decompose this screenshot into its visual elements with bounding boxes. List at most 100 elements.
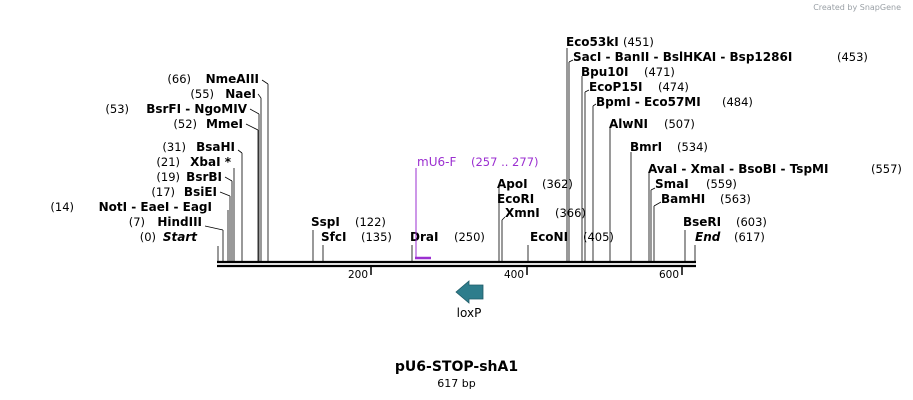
site-noti-pos: (14): [50, 200, 74, 214]
site-smai-label: SmaI: [655, 177, 689, 191]
site-xbai-label: XbaI *: [190, 155, 232, 169]
site-sspi-pos: (122): [355, 215, 386, 229]
site-bmri-label: BmrI: [630, 140, 662, 154]
site-bseri-pos: (603): [736, 215, 767, 229]
site-avai[interactable]: AvaI - XmaI - BsoBI - TspMI (557): [648, 162, 902, 262]
snapgene-watermark: Created by SnapGene: [813, 3, 901, 12]
site-bamhi-label: BamHI: [661, 192, 705, 206]
site-xmni[interactable]: XmnI (366): [501, 206, 586, 262]
site-drai[interactable]: DraI (250): [410, 230, 485, 262]
site-start[interactable]: (0) Start: [140, 230, 219, 262]
site-start-pos: (0): [140, 230, 156, 244]
site-bmri-pos: (534): [677, 140, 708, 154]
site-end-label: End: [695, 230, 721, 244]
site-bsrfi-pos: (53): [105, 102, 129, 116]
site-bpu10i-label: Bpu10I: [581, 65, 628, 79]
site-xbai-pos: (21): [156, 155, 180, 169]
site-ecop15i-pos: (474): [658, 80, 689, 94]
site-smai-pos: (559): [706, 177, 737, 191]
site-ecori[interactable]: EcoRI: [497, 192, 534, 206]
site-naei[interactable]: (55) NaeI: [190, 87, 262, 262]
map-title: pU6-STOP-shA1: [394, 359, 519, 375]
site-naei-pos: (55): [190, 87, 214, 101]
map-length: 617 bp: [437, 377, 476, 390]
site-apoi-label: ApoI: [497, 177, 528, 191]
site-mmei[interactable]: (52) MmeI: [173, 117, 259, 262]
site-apoi-pos: (362): [542, 177, 573, 191]
site-ecop15i-label: EcoP15I: [589, 80, 643, 94]
primer-mu6-f-label: mU6-F: [417, 155, 456, 169]
site-bamhi-pos: (563): [720, 192, 751, 206]
site-bsiei-pos: (17): [151, 185, 175, 199]
site-smai[interactable]: SmaI (559): [650, 177, 737, 262]
site-ecop15i[interactable]: EcoP15I (474): [584, 80, 689, 262]
site-xbai[interactable]: (21) XbaI *: [156, 155, 235, 262]
site-hindiii-label: HindIII: [157, 215, 202, 229]
site-bsiei[interactable]: (17) BsiEI: [151, 185, 231, 262]
site-sspi-label: SspI: [311, 215, 340, 229]
site-bsrfi-label: BsrFI - NgoMIV: [146, 102, 247, 116]
site-alwni-label: AlwNI: [609, 117, 648, 131]
site-nmeaiii-label: NmeAIII: [206, 72, 259, 86]
site-drai-pos: (250): [454, 230, 485, 244]
site-econi-label: EcoNI: [530, 230, 568, 244]
site-eco53ki-label: Eco53kI: [566, 35, 619, 49]
loxp-arrow-icon: [455, 280, 484, 304]
site-hindiii-pos: (7): [129, 215, 145, 229]
site-bseri[interactable]: BseRI (603): [683, 215, 767, 262]
site-bpu10i[interactable]: Bpu10I (471): [581, 65, 675, 262]
site-apoi[interactable]: ApoI (362): [497, 177, 573, 262]
feature-loxp[interactable]: loxP: [455, 280, 484, 320]
site-end[interactable]: End (617): [694, 230, 765, 262]
site-bamhi[interactable]: BamHI (563): [653, 192, 751, 262]
scale-ticks: 200 400 600: [348, 266, 683, 281]
watermark-text: Created by SnapGene: [813, 3, 901, 12]
site-bsahi-label: BsaHI: [196, 140, 235, 154]
site-nmeaiii-pos: (66): [167, 72, 191, 86]
site-avai-label: AvaI - XmaI - BsoBI - TspMI: [648, 162, 828, 176]
site-drai-label: DraI: [410, 230, 438, 244]
site-bpmi[interactable]: BpmI - Eco57MI (484): [592, 95, 753, 262]
site-mmei-pos: (52): [173, 117, 197, 131]
site-mmei-label: MmeI: [206, 117, 243, 131]
site-avai-pos: (557): [871, 162, 902, 176]
site-saci-pos: (453): [837, 50, 868, 64]
site-bsahi-pos: (31): [162, 140, 186, 154]
site-bsrbi-label: BsrBI: [186, 170, 222, 184]
site-sspi[interactable]: SspI (122): [311, 215, 386, 262]
site-econi-pos: (405): [583, 230, 614, 244]
site-end-pos: (617): [734, 230, 765, 244]
feature-loxp-label: loxP: [457, 306, 482, 320]
site-noti-label: NotI - EaeI - EagI: [99, 200, 212, 214]
tick-label-400: 400: [504, 269, 524, 281]
tick-label-200: 200: [348, 269, 368, 281]
site-bsahi[interactable]: (31) BsaHI: [162, 140, 243, 262]
site-econi[interactable]: EcoNI (405): [527, 230, 614, 262]
site-alwni-pos: (507): [664, 117, 695, 131]
site-noti[interactable]: (14) NotI - EaeI - EagI: [50, 200, 229, 262]
site-bpmi-pos: (484): [722, 95, 753, 109]
site-bsrbi[interactable]: (19) BsrBI: [156, 170, 233, 262]
site-bsrbi-pos: (19): [156, 170, 180, 184]
site-nmeaiii[interactable]: (66) NmeAIII: [167, 72, 269, 262]
site-hindiii[interactable]: (7) HindIII: [129, 215, 224, 262]
site-bsrfi[interactable]: (53) BsrFI - NgoMIV: [105, 102, 260, 262]
tick-label-600: 600: [659, 269, 679, 281]
site-bmri[interactable]: BmrI (534): [630, 140, 708, 262]
primer-mu6-f-range: (257 .. 277): [471, 155, 539, 169]
primer-mu6-f[interactable]: mU6-F (257 .. 277): [415, 155, 539, 260]
site-bpmi-label: BpmI - Eco57MI: [596, 95, 701, 109]
site-eco53ki[interactable]: Eco53kI (451): [566, 35, 654, 262]
site-alwni[interactable]: AlwNI (507): [609, 117, 695, 262]
site-saci-label: SacI - BanII - BslHKAI - Bsp1286I: [573, 50, 792, 64]
site-xmni-pos: (366): [555, 206, 586, 220]
site-saci[interactable]: SacI - BanII - BslHKAI - Bsp1286I (453): [568, 50, 868, 262]
site-bsiei-label: BsiEI: [184, 185, 217, 199]
site-ecori-label: EcoRI: [497, 192, 534, 206]
site-sfci-pos: (135): [361, 230, 392, 244]
site-start-label: Start: [163, 230, 198, 244]
site-sfci[interactable]: SfcI (135): [321, 230, 392, 262]
site-xmni-label: XmnI: [505, 206, 540, 220]
site-bpu10i-pos: (471): [644, 65, 675, 79]
